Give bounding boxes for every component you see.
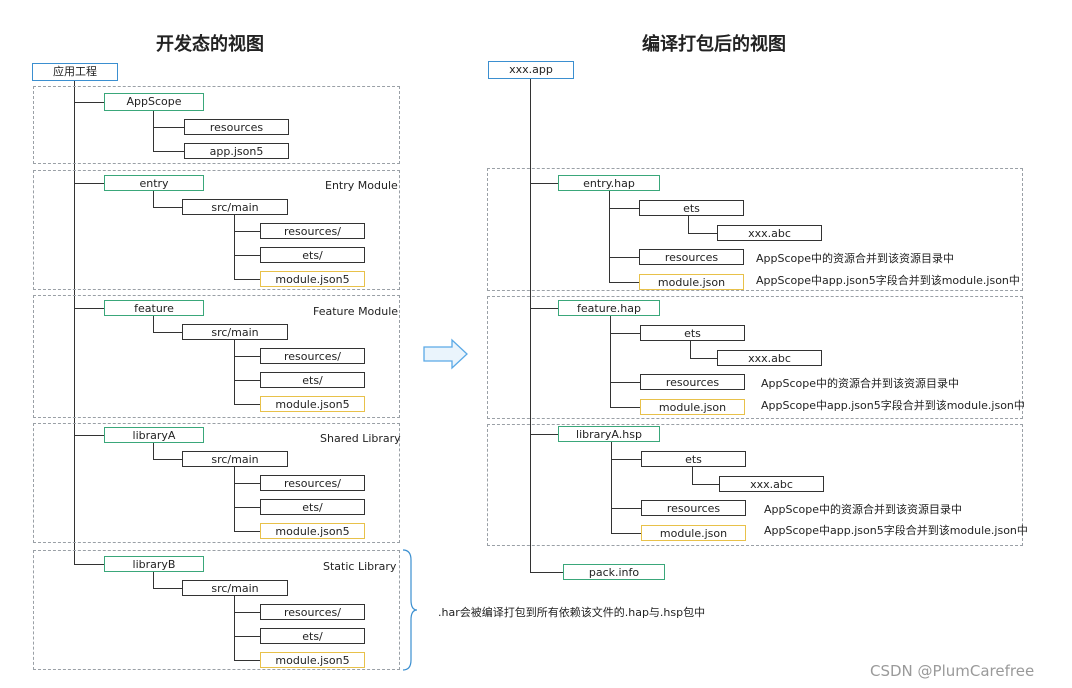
- feature-hap-abc-node: xxx.abc: [717, 350, 822, 366]
- librarya-hsp-node: libraryA.hsp: [558, 426, 660, 442]
- libraryb-resources-node: resources/: [260, 604, 365, 620]
- entry-ets-node: ets/: [260, 247, 365, 263]
- librarya-hsp-module-json-node: module.json: [641, 525, 746, 541]
- librarya-src-main-node: src/main: [182, 451, 288, 467]
- entry-hap-group: [487, 168, 1023, 291]
- pack-info-node: pack.info: [563, 564, 665, 580]
- entry-resources-node: resources/: [260, 223, 365, 239]
- entry-src-main-node: src/main: [182, 199, 288, 215]
- appscope-node: AppScope: [104, 93, 204, 111]
- feature-hap-module-json-node: module.json: [640, 399, 745, 415]
- appscope-resources-node: resources: [184, 119, 289, 135]
- feature-hap-node: feature.hap: [558, 300, 660, 316]
- entry-module-json5-node: module.json5: [260, 271, 365, 287]
- har-note: .har会被编译打包到所有依赖该文件的.hap与.hsp包中: [438, 606, 706, 619]
- feature-hap-group: [487, 296, 1023, 419]
- libraryb-module-group: [33, 550, 400, 670]
- librarya-hsp-abc-node: xxx.abc: [719, 476, 824, 492]
- left-view-title: 开发态的视图: [156, 34, 264, 55]
- libraryb-brace-icon: [402, 549, 418, 671]
- libraryb-module-label: Static Library: [323, 560, 397, 573]
- feature-resources-node: resources/: [260, 348, 365, 364]
- librarya-module-label: Shared Library: [320, 432, 401, 445]
- app-trunk-line: [530, 79, 531, 572]
- librarya-hsp-group: [487, 424, 1023, 546]
- libraryb-module-json5-node: module.json5: [260, 652, 365, 668]
- entry-hap-json-note: AppScope中app.json5字段合并到该module.json中: [756, 274, 1020, 287]
- entry-hap-node: entry.hap: [558, 175, 660, 191]
- librarya-hsp-json-note: AppScope中app.json5字段合并到该module.json中: [764, 524, 1028, 537]
- librarya-module-group: [33, 423, 400, 543]
- feature-src-main-node: src/main: [182, 324, 288, 340]
- entry-hap-resources-note: AppScope中的资源合并到该资源目录中: [756, 252, 954, 265]
- librarya-resources-node: resources/: [260, 475, 365, 491]
- feature-module-label: Feature Module: [313, 305, 399, 318]
- librarya-hsp-resources-note: AppScope中的资源合并到该资源目录中: [764, 503, 962, 516]
- librarya-hsp-resources-node: resources: [641, 500, 746, 516]
- feature-module-group: [33, 295, 400, 418]
- feature-hap-ets-node: ets: [640, 325, 745, 341]
- feature-node: feature: [104, 300, 204, 316]
- right-view-title: 编译打包后的视图: [642, 34, 786, 55]
- entry-hap-resources-node: resources: [639, 249, 744, 265]
- appscope-group: [33, 86, 400, 164]
- project-trunk-line: [74, 81, 75, 564]
- entry-module-label: Entry Module: [325, 179, 398, 192]
- librarya-node: libraryA: [104, 427, 204, 443]
- libraryb-src-main-node: src/main: [182, 580, 288, 596]
- feature-hap-resources-note: AppScope中的资源合并到该资源目录中: [761, 377, 959, 390]
- app-root-node: xxx.app: [488, 61, 574, 79]
- transform-arrow-icon: [423, 338, 468, 370]
- feature-module-json5-node: module.json5: [260, 396, 365, 412]
- project-root-node: 应用工程: [32, 63, 118, 81]
- csdn-watermark: CSDN @PlumCarefree: [870, 662, 1035, 680]
- libraryb-node: libraryB: [104, 556, 204, 572]
- app-json5-node: app.json5: [184, 143, 289, 159]
- librarya-module-json5-node: module.json5: [260, 523, 365, 539]
- feature-hap-json-note: AppScope中app.json5字段合并到该module.json中: [761, 399, 1025, 412]
- librarya-hsp-ets-node: ets: [641, 451, 746, 467]
- entry-hap-module-json-node: module.json: [639, 274, 744, 290]
- libraryb-ets-node: ets/: [260, 628, 365, 644]
- feature-hap-resources-node: resources: [640, 374, 745, 390]
- entry-node: entry: [104, 175, 204, 191]
- feature-ets-node: ets/: [260, 372, 365, 388]
- librarya-ets-node: ets/: [260, 499, 365, 515]
- entry-module-group: [33, 170, 400, 290]
- entry-hap-ets-node: ets: [639, 200, 744, 216]
- entry-hap-abc-node: xxx.abc: [717, 225, 822, 241]
